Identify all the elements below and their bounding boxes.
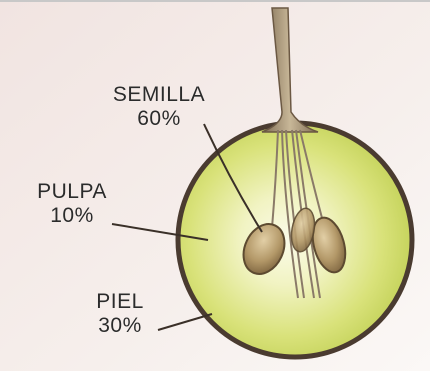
seed-name: SEMILLA bbox=[96, 83, 222, 107]
seed-percent: 60% bbox=[96, 107, 222, 131]
skin-name: PIEL bbox=[70, 290, 170, 314]
seed-label: SEMILLA 60% bbox=[96, 83, 222, 131]
pulp-name: PULPA bbox=[22, 180, 122, 204]
skin-label: PIEL 30% bbox=[70, 290, 170, 338]
skin-percent: 30% bbox=[70, 314, 170, 338]
pulp-label: PULPA 10% bbox=[22, 180, 122, 228]
pulp-percent: 10% bbox=[22, 204, 122, 228]
stem bbox=[262, 8, 318, 132]
